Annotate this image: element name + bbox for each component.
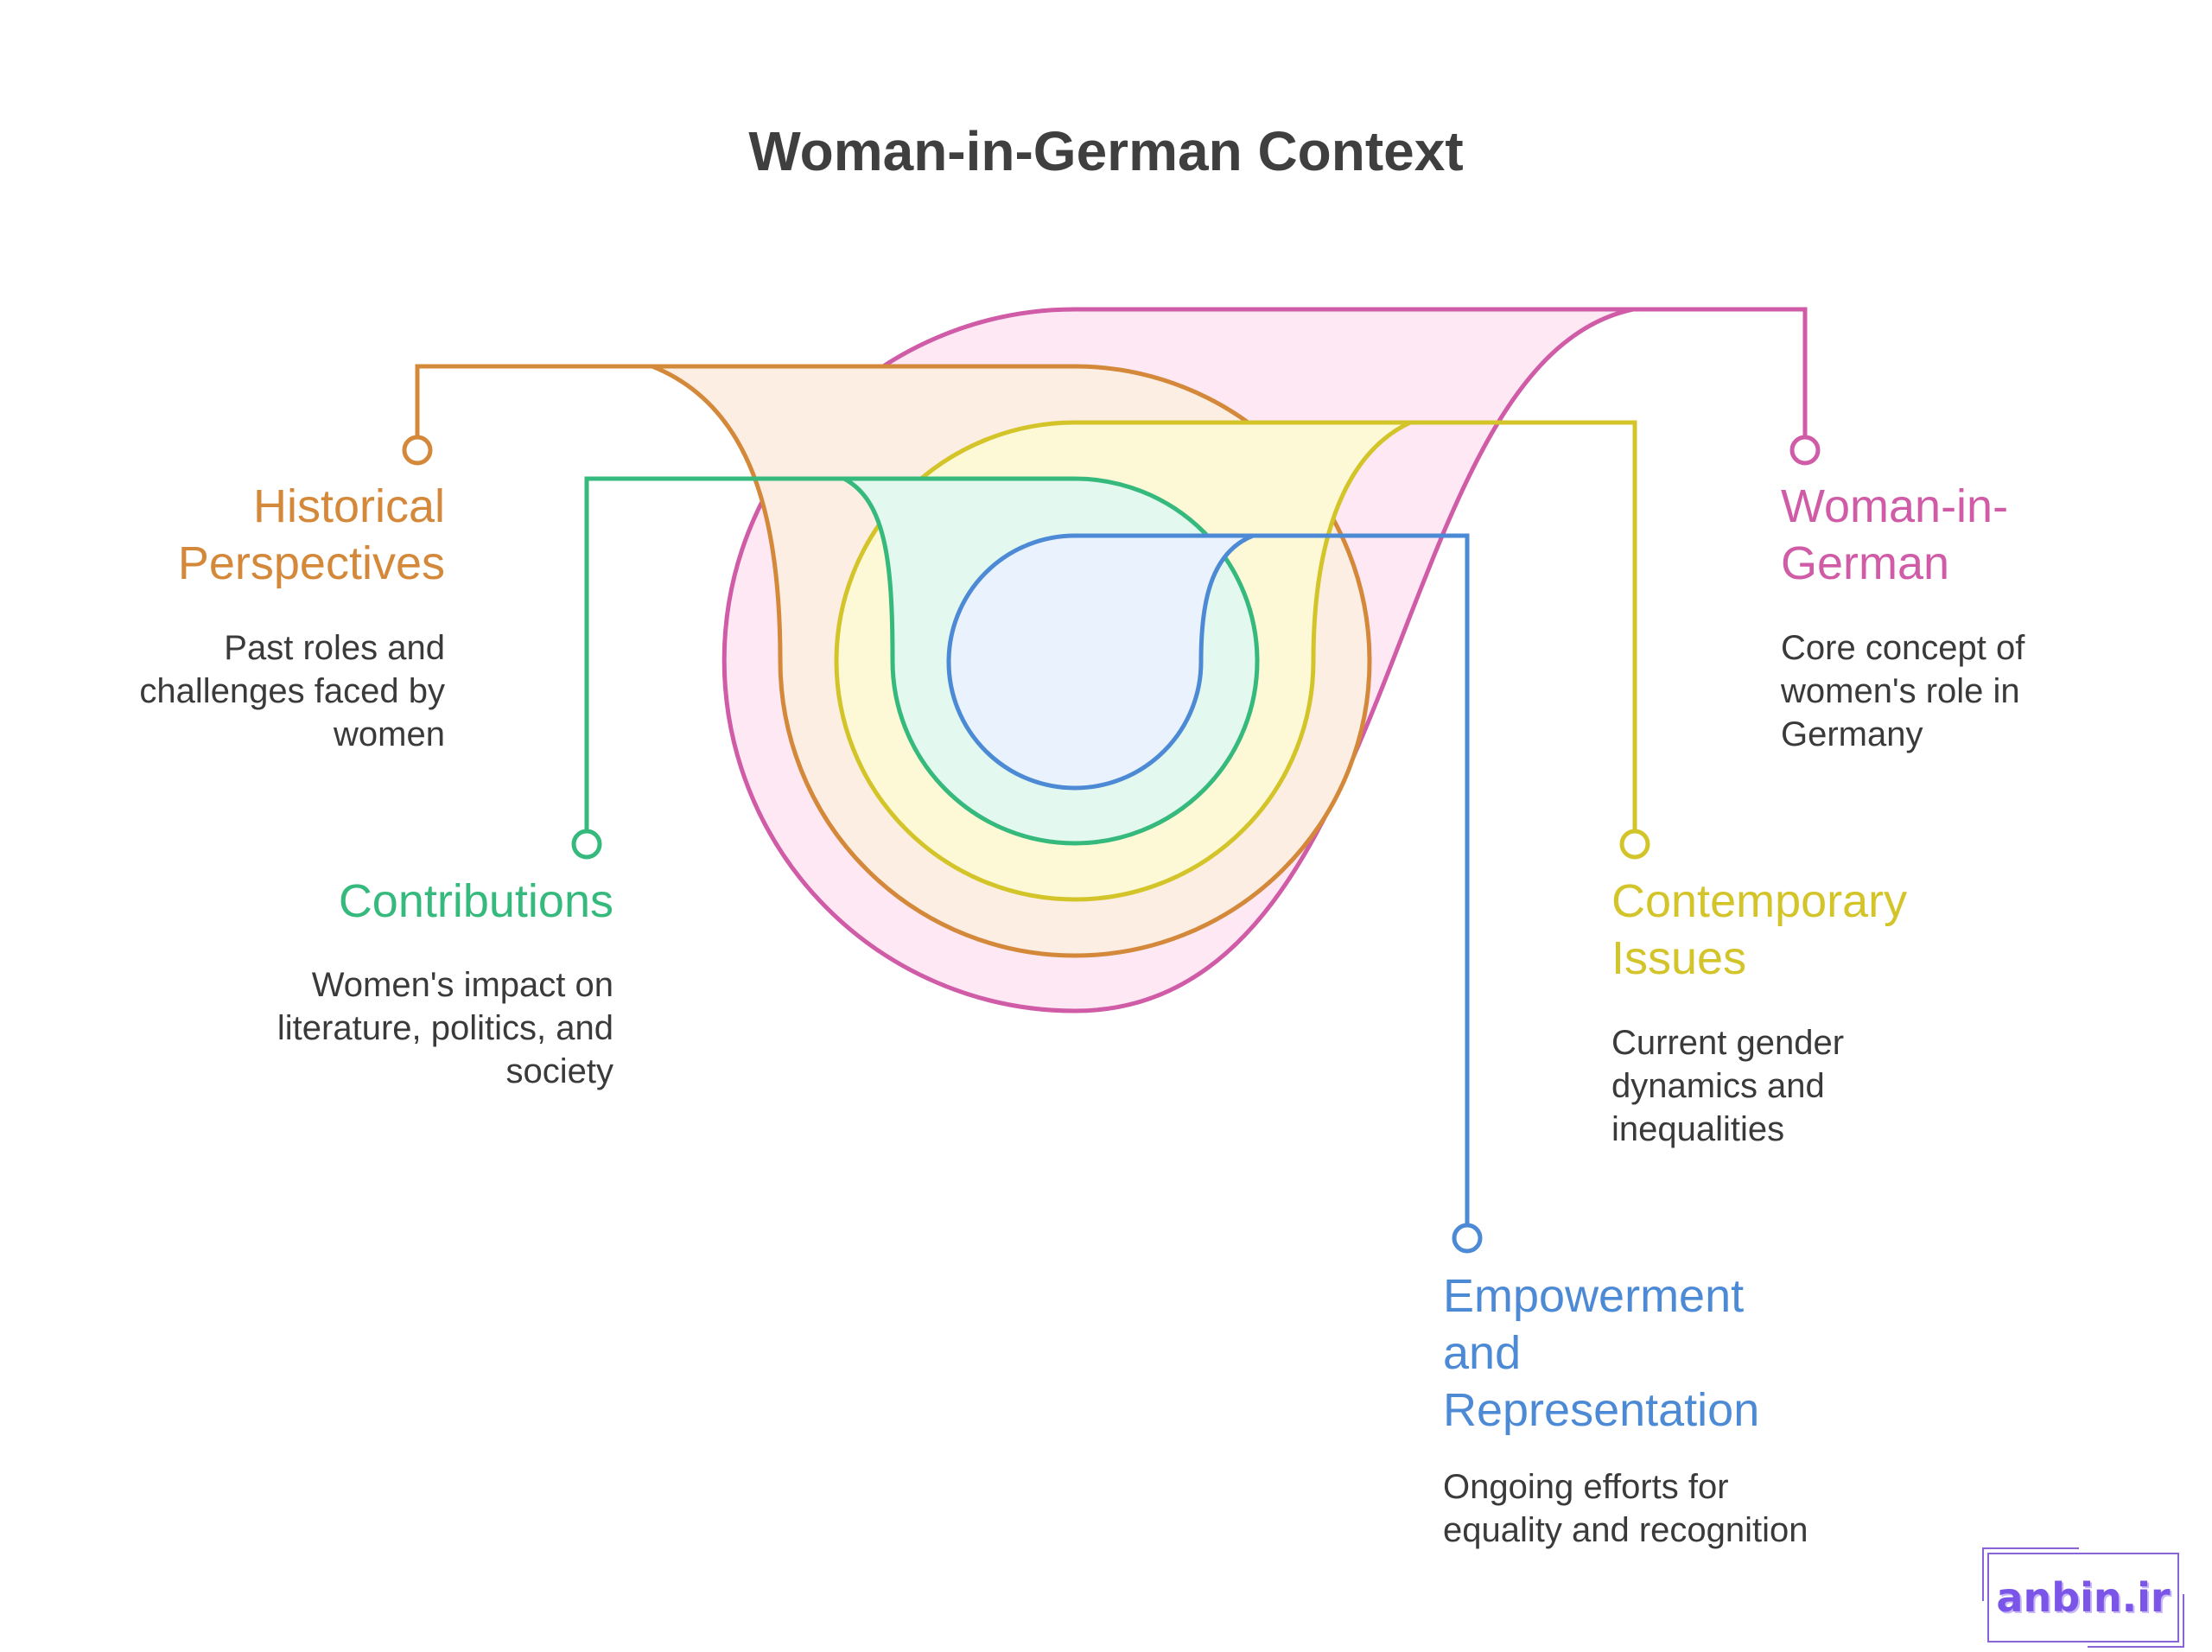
marker-contributions (571, 829, 602, 860)
woman-desc-line: Core concept of (1781, 629, 2025, 667)
contributions-label: Contributions (225, 873, 613, 930)
watermark-text: anbin.ir (1996, 1574, 2171, 1621)
marker-woman-in-german (1789, 435, 1821, 466)
diagram-title: Woman-in-German Context (748, 120, 1464, 182)
historical-perspectives-label: Historical Perspectives (99, 478, 445, 592)
anbin-watermark-logo: anbin.ir (1982, 1547, 2184, 1648)
contemporary-issues-label: Contemporary Issues (1611, 873, 2026, 987)
contemporary-issues-description: Current gender dynamics and inequalities (1611, 1021, 2026, 1151)
contributions-desc-line: society (505, 1052, 614, 1090)
connector-woman-in-german (1633, 307, 1808, 437)
connector-historical-perspectives (415, 364, 652, 437)
historical-perspectives-description: Past roles and challenges faced by women (99, 626, 445, 756)
woman-desc-line: Germany (1781, 715, 1923, 753)
contributions-label-line: Contributions (338, 875, 613, 927)
connector-empowerment-representation (1253, 533, 1470, 1225)
historical-label-line: Perspectives (177, 537, 445, 589)
historical-label-line: Historical (252, 480, 445, 532)
empowerment-label-line: and (1443, 1327, 1522, 1379)
historical-desc-line: challenges faced by (139, 672, 445, 710)
empowerment-label-line: Empowerment (1443, 1270, 1745, 1322)
connector-contributions (584, 476, 844, 831)
historical-desc-line: Past roles and (224, 629, 445, 667)
contemporary-label-line: Issues (1611, 932, 1747, 984)
woman-in-german-label: Woman-in- German (1781, 478, 2161, 592)
ring-empowerment-representation (946, 533, 1254, 791)
contributions-description: Women's impact on literature, politics, … (225, 963, 613, 1093)
empowerment-representation-label: Empowerment and Representation (1443, 1268, 1858, 1439)
empowerment-label-line: Representation (1443, 1384, 1760, 1436)
woman-in-german-description: Core concept of women's role in Germany (1781, 626, 2161, 756)
marker-empowerment-representation (1452, 1223, 1483, 1254)
contemporary-desc-line: Current gender (1611, 1024, 1845, 1062)
woman-desc-line: women's role in (1781, 672, 2020, 710)
marker-contemporary-issues (1619, 829, 1650, 860)
empowerment-representation-description: Ongoing efforts for equality and recogni… (1443, 1465, 1910, 1552)
contributions-desc-line: literature, politics, and (276, 1009, 613, 1047)
contemporary-desc-line: dynamics and (1611, 1067, 1825, 1105)
marker-historical-perspectives (402, 435, 433, 466)
empowerment-desc-line: Ongoing efforts for (1443, 1468, 1729, 1506)
empowerment-desc-line: equality and recognition (1443, 1511, 1808, 1549)
contemporary-label-line: Contemporary (1611, 875, 1908, 927)
connector-contemporary-issues (1410, 420, 1637, 831)
contributions-desc-line: Women's impact on (311, 966, 613, 1004)
woman-label-line: German (1781, 537, 1950, 589)
contemporary-desc-line: inequalities (1611, 1110, 1785, 1148)
historical-desc-line: women (334, 715, 445, 753)
woman-label-line: Woman-in- (1781, 480, 2009, 532)
